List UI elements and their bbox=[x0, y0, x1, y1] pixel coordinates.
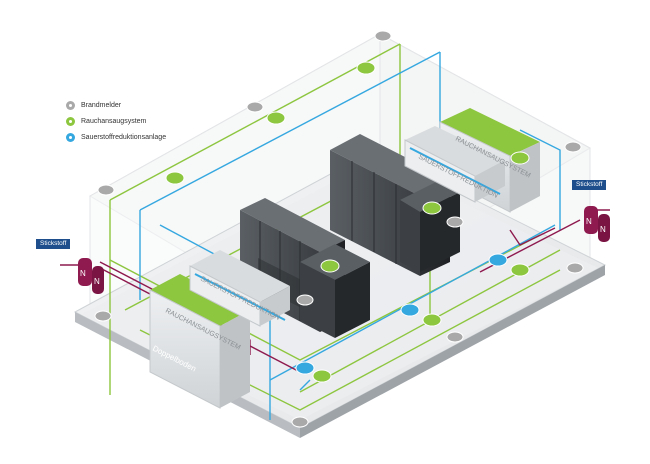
aspirating-smoke-icon bbox=[66, 117, 75, 126]
smoke-detector-icon bbox=[566, 262, 584, 274]
legend-item-brandmelder: Brandmelder bbox=[66, 98, 166, 113]
smoke-detector-icon bbox=[291, 416, 309, 428]
aspirating-smoke-icon bbox=[422, 313, 442, 327]
oxygen-unit-back bbox=[404, 126, 505, 203]
oxygen-reduction-icon bbox=[488, 253, 508, 267]
legend: Brandmelder Rauchansaugsystem Sauerstoff… bbox=[66, 98, 166, 146]
smoke-detector-icon bbox=[446, 216, 464, 228]
smoke-detector-icon bbox=[564, 141, 582, 153]
smoke-detector-icon bbox=[374, 30, 392, 42]
stickstoff-tag-right: Stickstoff bbox=[572, 180, 607, 190]
smoke-detector-icon bbox=[94, 310, 112, 322]
legend-label: Brandmelder bbox=[81, 102, 122, 109]
smoke-detector-icon bbox=[446, 331, 464, 343]
stickstoff-tag-left: Stickstoff bbox=[36, 239, 71, 249]
aspirating-smoke-icon bbox=[312, 369, 332, 383]
oxygen-reduction-icon bbox=[295, 361, 315, 375]
smoke-detector-icon bbox=[246, 101, 264, 113]
legend-item-sauerstoffreduktionsanlage: Sauerstoffreduktionsanlage bbox=[66, 130, 166, 145]
sensor-markers bbox=[94, 30, 584, 428]
aspirating-smoke-icon bbox=[266, 111, 286, 125]
smoke-detector-icon bbox=[296, 294, 314, 306]
n2-label-d: N bbox=[600, 225, 606, 234]
legend-label: Sauerstoffreduktionsanlage bbox=[81, 134, 167, 141]
legend-item-rauchansaugsystem: Rauchansaugsystem bbox=[66, 114, 166, 129]
aspirating-smoke-icon bbox=[510, 151, 530, 165]
server-racks-left-front bbox=[300, 244, 370, 338]
nitrogen-tanks-right: N N bbox=[584, 206, 610, 242]
n2-label-c: N bbox=[586, 217, 592, 226]
aspirating-unit-front bbox=[149, 274, 250, 409]
oxygen-reduction-icon bbox=[400, 303, 420, 317]
n2-label-b: N bbox=[94, 277, 100, 286]
smoke-detector-icon bbox=[97, 184, 115, 196]
n2-label-a: N bbox=[80, 269, 86, 278]
smoke-detector-icon bbox=[66, 101, 75, 110]
aspirating-smoke-icon bbox=[320, 259, 340, 273]
nitrogen-tanks-left: N N bbox=[78, 258, 104, 294]
aspirating-smoke-icon bbox=[422, 201, 442, 215]
aspirating-smoke-icon bbox=[356, 61, 376, 75]
oxygen-reduction-icon bbox=[66, 133, 75, 142]
aspirating-smoke-icon bbox=[510, 263, 530, 277]
oxygen-unit-front bbox=[189, 250, 290, 327]
floor-edge-right bbox=[300, 265, 605, 438]
legend-label: Rauchansaugsystem bbox=[81, 118, 147, 125]
aspirating-smoke-icon bbox=[165, 171, 185, 185]
